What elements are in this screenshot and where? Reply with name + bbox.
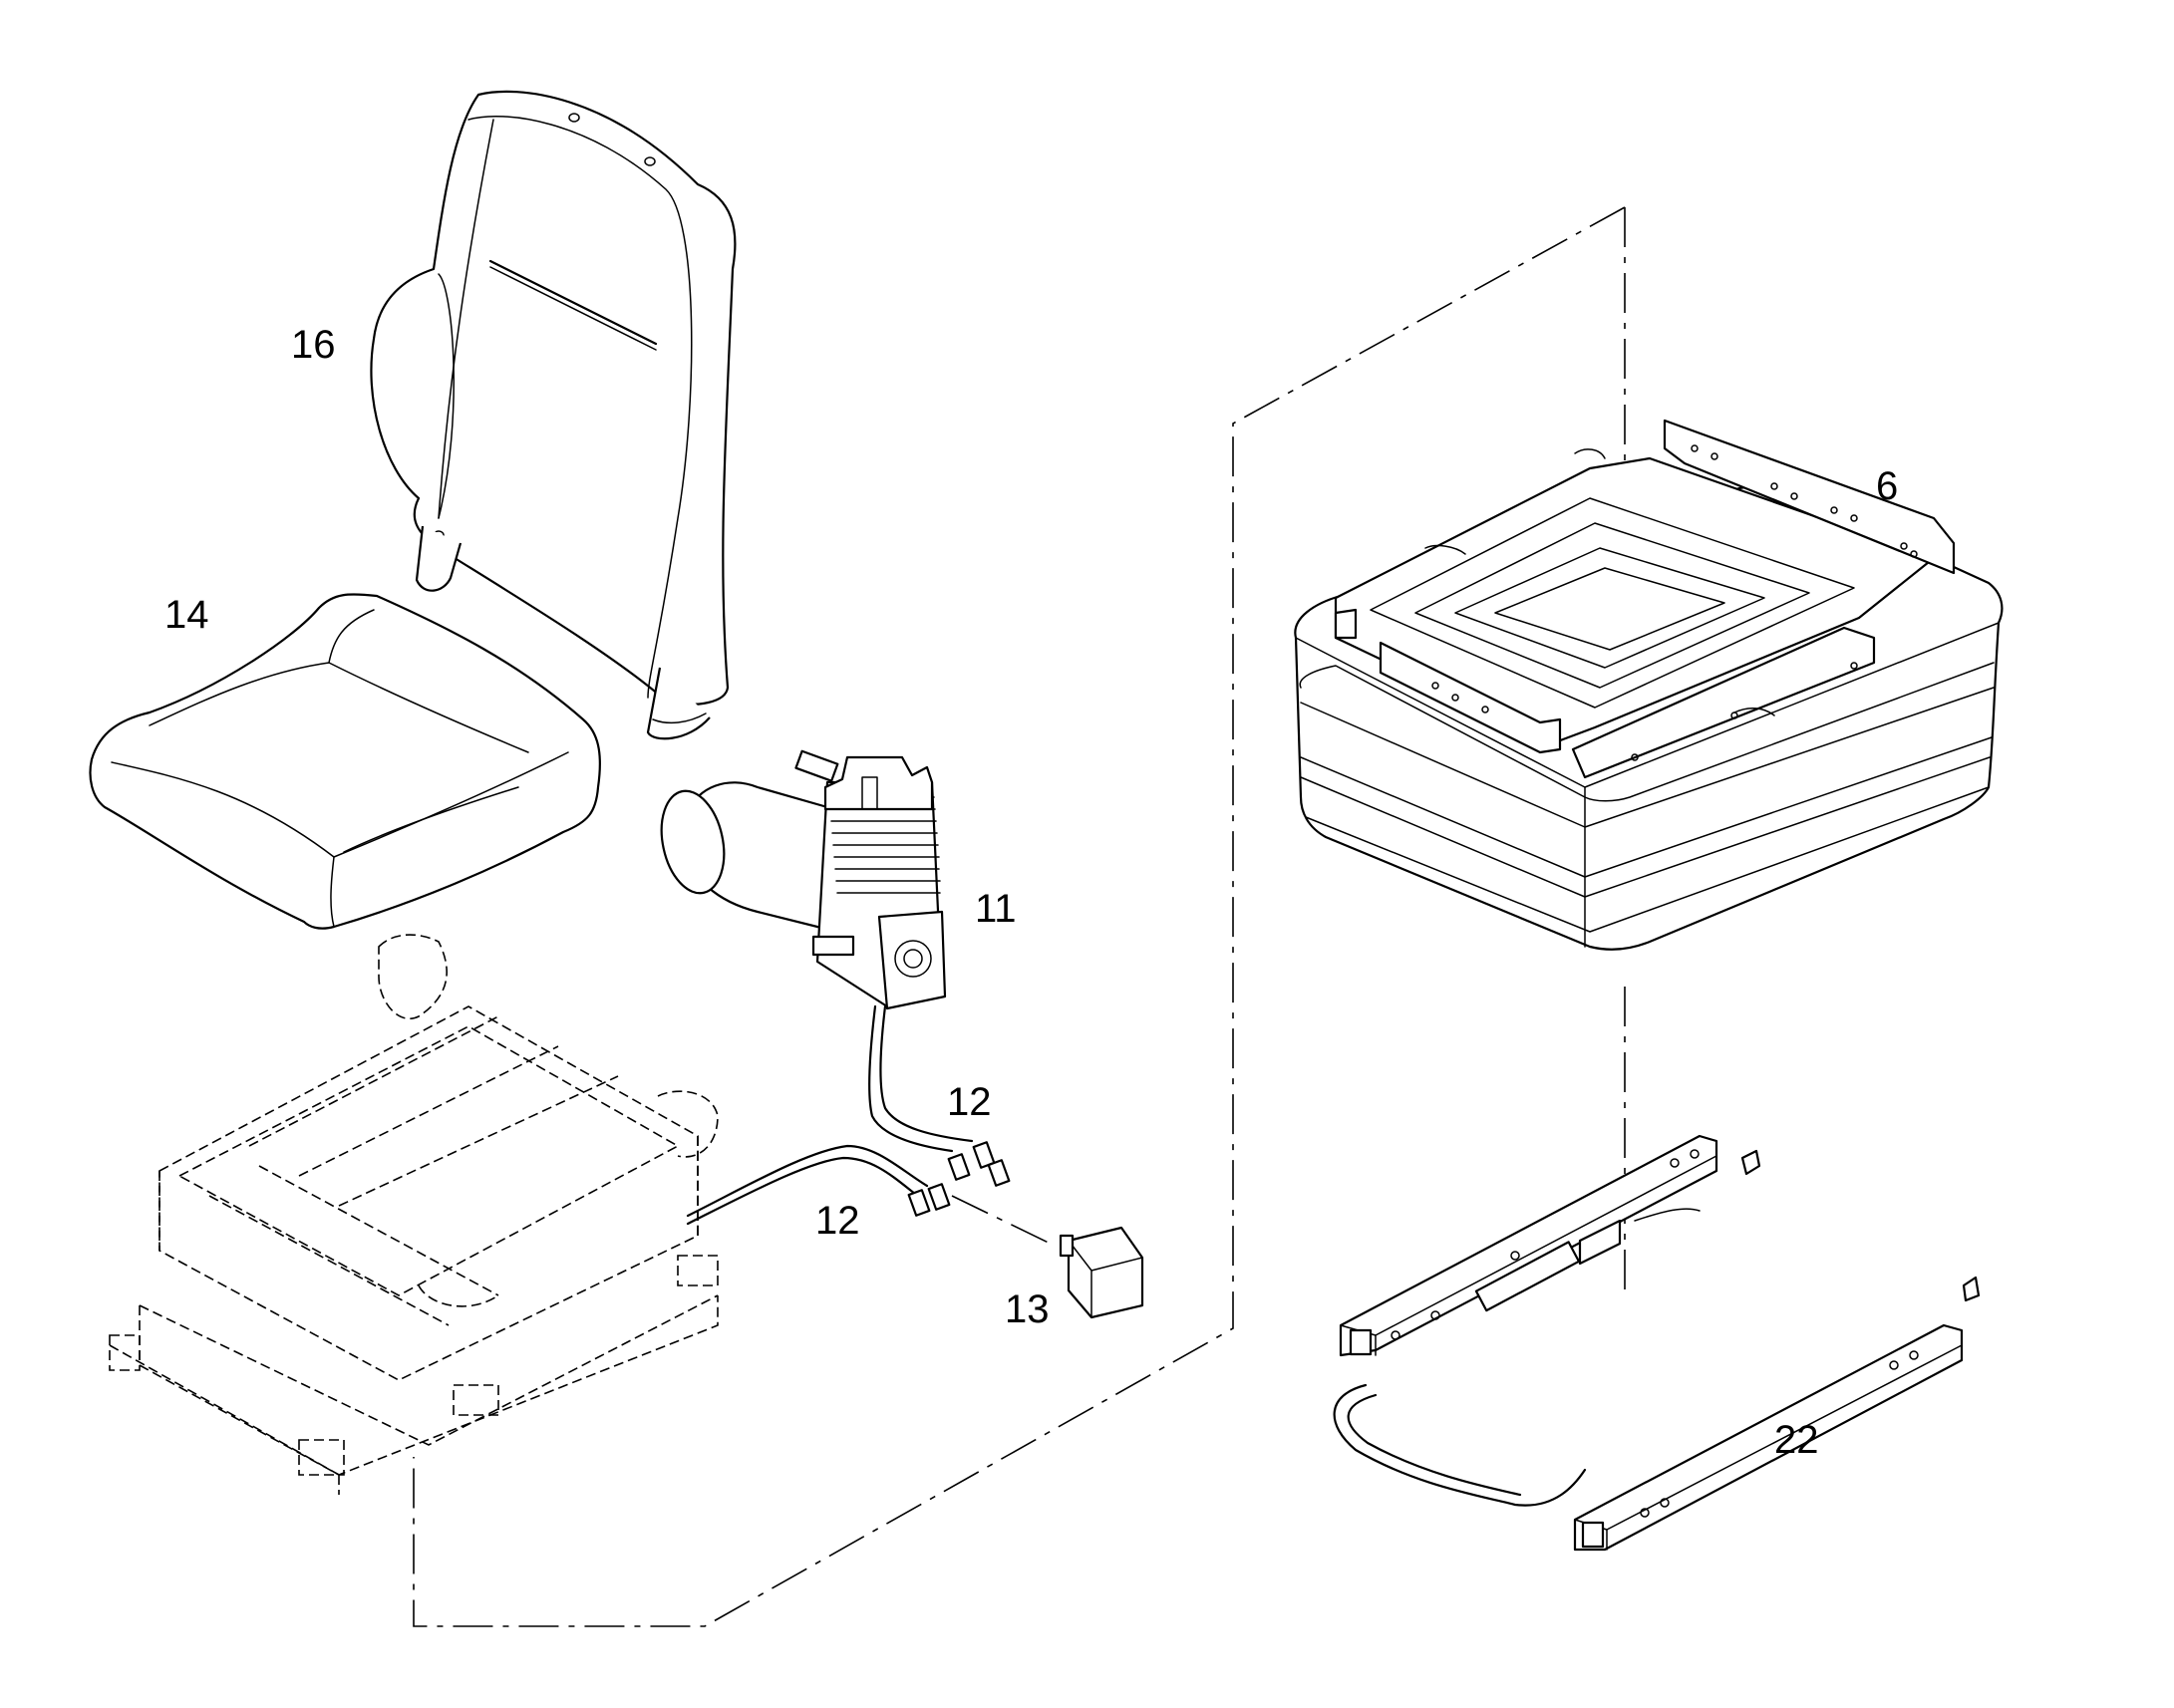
relay-part <box>1059 1226 1144 1319</box>
callout-harness-lower: 12 <box>815 1199 860 1243</box>
callout-relay: 13 <box>1005 1287 1050 1331</box>
seat-cushion-part <box>89 593 601 930</box>
callout-slide-rails: 22 <box>1774 1418 1819 1462</box>
callout-backrest: 16 <box>291 323 336 367</box>
slide-rails-part <box>1333 1134 1981 1552</box>
callout-compressor: 11 <box>975 887 1017 931</box>
seat-frame-reference <box>109 934 719 1495</box>
callout-suspension-bellows: 6 <box>1876 464 1899 508</box>
wiring-harness-part <box>686 1004 1011 1226</box>
compressor-part <box>660 749 947 1010</box>
callout-harness-upper: 12 <box>947 1080 992 1124</box>
backrest-part <box>370 90 737 740</box>
callout-seat-cushion: 14 <box>164 593 209 637</box>
suspension-bellows-part <box>1294 419 2004 951</box>
